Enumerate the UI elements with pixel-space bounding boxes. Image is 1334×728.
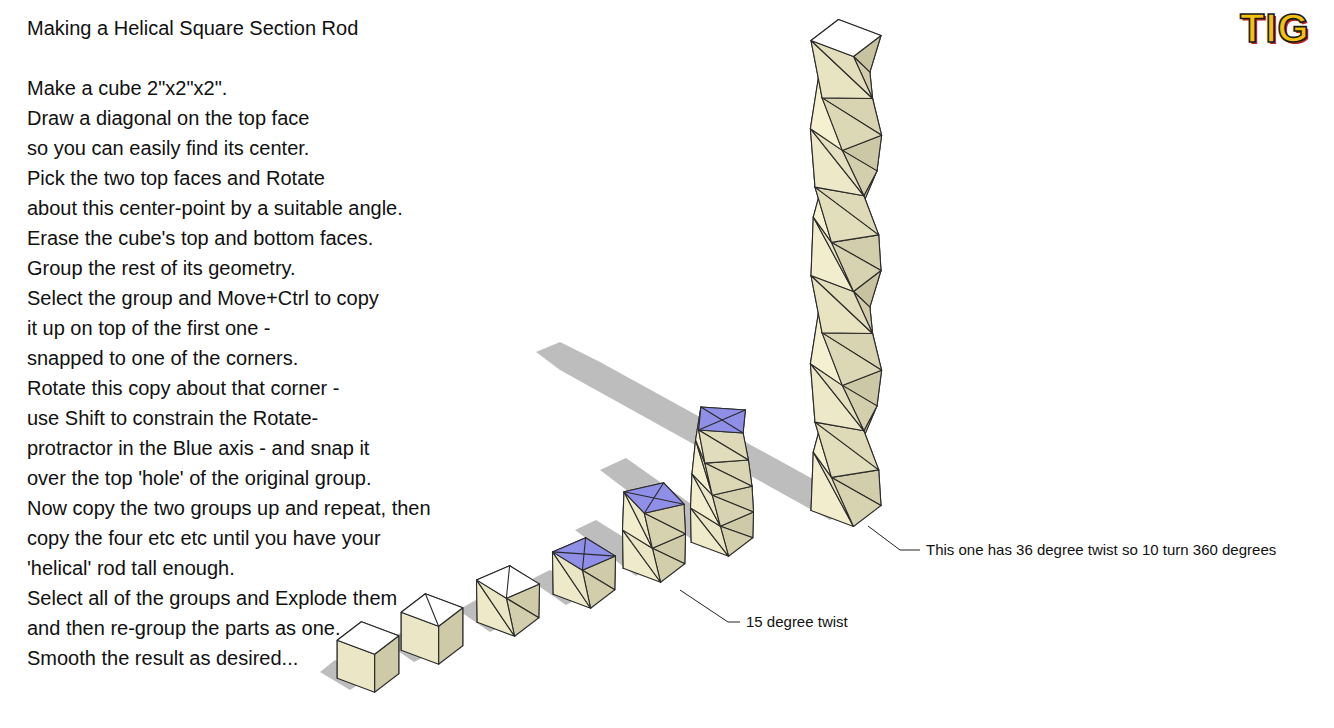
instruction-line: Now copy the two groups up and repeat, t… <box>27 496 431 520</box>
instruction-line: about this center-point by a suitable an… <box>27 196 403 220</box>
instruction-line: 'helical' rod tall enough. <box>27 556 235 580</box>
callout-note: 15 degree twist <box>744 613 850 631</box>
diagonal <box>624 492 684 504</box>
face <box>624 483 684 513</box>
twisted-rods <box>337 20 881 693</box>
instruction-line: over the top 'hole' of the original grou… <box>27 466 372 490</box>
face <box>553 538 616 571</box>
callout-note: This one has 36 degree twist so 10 turn … <box>924 541 1278 559</box>
face <box>815 422 879 477</box>
diagonal <box>506 566 509 599</box>
instruction-line: Make a cube 2"x2"x2". <box>27 76 227 100</box>
diagonal <box>553 552 616 556</box>
leader-line <box>868 526 920 550</box>
diagonal <box>701 407 743 433</box>
face <box>822 98 882 150</box>
face <box>644 513 685 548</box>
instruction-line: protractor in the Blue axis - and snap i… <box>27 436 369 460</box>
face <box>815 187 879 242</box>
instruction-line: and then re-group the parts as one. <box>27 616 341 640</box>
leader-lines <box>680 526 920 622</box>
face <box>477 566 540 599</box>
face <box>337 622 399 655</box>
title: Making a Helical Square Section Rod <box>27 16 358 40</box>
instruction-line: Rotate this copy about that corner - <box>27 376 339 400</box>
leader-line <box>680 590 740 622</box>
instruction-line: Smooth the result as desired... <box>27 646 298 670</box>
face <box>815 422 879 470</box>
instruction-line: so you can easily find its center. <box>27 136 309 160</box>
face <box>811 20 881 57</box>
face <box>815 187 879 235</box>
face <box>712 495 753 526</box>
face <box>822 333 882 386</box>
instruction-line: Select all of the groups and Explode the… <box>27 586 397 610</box>
instruction-line: Erase the cube's top and bottom faces. <box>27 226 373 250</box>
face <box>705 463 752 495</box>
instruction-line: Group the rest of its geometry. <box>27 256 296 280</box>
instruction-line: use Shift to constrain the Rotate- <box>27 406 318 430</box>
logo-mark: TIG <box>1240 6 1310 51</box>
face <box>699 407 746 433</box>
instruction-line: Select the group and Move+Ctrl to copy <box>27 286 379 310</box>
face <box>832 242 882 291</box>
diagonal <box>425 594 438 627</box>
instruction-line: it up on top of the first one - <box>27 316 270 340</box>
instruction-line: Pick the two top faces and Rotate <box>27 166 325 190</box>
face <box>401 594 463 627</box>
face <box>699 430 749 463</box>
instruction-line: snapped to one of the corners. <box>27 346 298 370</box>
face <box>832 477 882 526</box>
instruction-line: copy the four etc etc until you have you… <box>27 526 381 550</box>
instruction-line: Draw a diagonal on the top face <box>27 106 309 130</box>
